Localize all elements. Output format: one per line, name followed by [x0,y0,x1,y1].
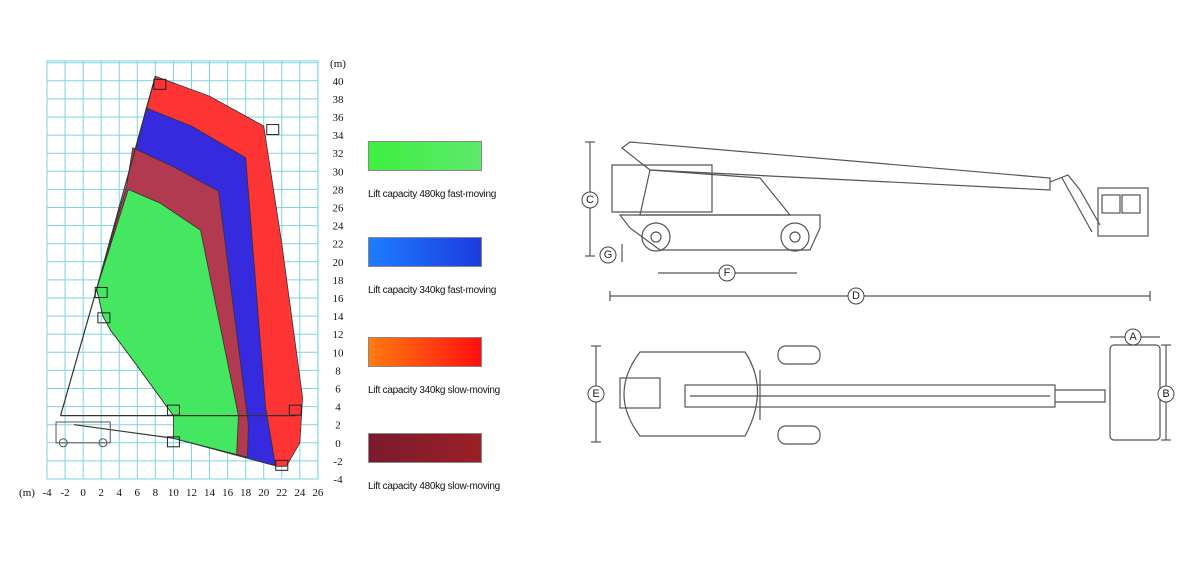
legend-label: Lift capacity 480kg slow-moving [368,481,500,492]
y-tick-label: 20 [333,257,345,269]
dimension-e-label: E [592,388,599,400]
dimension-b-marker [1157,385,1175,403]
y-tick-label: 8 [335,365,341,377]
boom-outline [59,76,156,416]
x-tick-label: 18 [240,487,252,499]
y-tick-label: 34 [333,130,345,142]
machine-wheel [98,438,108,448]
platform-basket [288,404,302,416]
legend-item-340kg-slow: Lift capacity 340kg slow-moving [368,337,500,396]
machine-wheel [58,438,68,448]
legend-swatch [368,237,482,267]
x-tick-label: 4 [116,487,122,499]
y-tick-label: 18 [333,275,345,287]
x-tick-label: 6 [135,487,141,499]
y-tick-label: 12 [333,329,344,341]
x-tick-label: 2 [98,487,104,499]
y-tick-label: 28 [333,184,345,196]
legend-swatch [368,141,482,171]
x-tick-label: 8 [153,487,159,499]
y-tick-label: 36 [333,112,345,124]
legend-label: Lift capacity 340kg fast-moving [368,285,496,296]
dimension-e-marker [587,385,605,403]
legend-item-480kg-fast: Lift capacity 480kg fast-moving [368,141,496,200]
y-tick-label: 10 [333,347,345,359]
x-tick-label: 14 [204,487,216,499]
y-tick-label: 38 [333,94,345,106]
platform-basket [94,286,108,298]
platform-basket [266,124,280,136]
dimension-a-marker [1124,328,1142,346]
platform-basket [166,404,180,416]
y-tick-label: 26 [333,203,345,215]
y-tick-label: 40 [333,76,345,88]
platform-basket [153,78,167,90]
y-tick-label: 16 [333,293,345,305]
boom-lift-technical-drawing: C G F D A E B [581,141,1175,445]
top-view [591,336,1171,445]
x-tick-label: -2 [60,487,69,499]
y-tick-label: -4 [333,474,343,486]
dimension-f-label: F [724,267,731,279]
legend-swatch [368,337,482,367]
side-view [585,141,1151,301]
y-tick-label: 0 [335,438,341,450]
y-tick-label: 6 [335,384,341,396]
legend-swatch [368,433,482,463]
legend-item-480kg-slow: Lift capacity 480kg slow-moving [368,433,500,492]
dimension-d-marker [847,287,865,305]
dimension-c-label: C [586,194,594,206]
x-tick-label: 16 [222,487,234,499]
x-tick-label: 10 [168,487,180,499]
y-tick-label: 24 [333,221,345,233]
platform-basket [275,459,289,471]
y-tick-label: -2 [333,456,342,468]
x-tick-label: -4 [42,487,52,499]
y-tick-label: 30 [333,166,345,178]
legend-item-340kg-fast: Lift capacity 340kg fast-moving [368,237,496,296]
dimension-b-label: B [1162,388,1169,400]
legend-label: Lift capacity 340kg slow-moving [368,385,500,396]
y-tick-label: 14 [333,311,345,323]
boom-low [74,424,174,439]
x-axis-unit: (m) [19,487,35,499]
dimension-g-label: G [604,249,613,261]
x-tick-label: 22 [276,487,287,499]
y-tick-label: 4 [335,402,341,414]
x-tick-label: 12 [186,487,197,499]
dimension-c-marker [581,191,599,209]
dimension-g-marker [599,246,617,264]
x-tick-label: 20 [258,487,270,499]
legend-label: Lift capacity 480kg fast-moving [368,189,496,200]
y-tick-label: 32 [333,148,344,160]
platform-basket [166,436,180,448]
dimension-f-marker [718,264,736,282]
machine-base [55,421,111,444]
y-axis-unit: (m) [330,58,346,70]
y-tick-label: 2 [335,420,341,432]
x-tick-label: 0 [80,487,86,499]
dimension-d-label: D [852,290,860,302]
dimension-a-label: A [1129,331,1137,343]
x-tick-label: 24 [294,487,306,499]
y-tick-label: 22 [333,239,344,251]
envelope-region [96,188,239,456]
x-tick-label: 26 [312,487,324,499]
platform-basket [97,312,111,324]
